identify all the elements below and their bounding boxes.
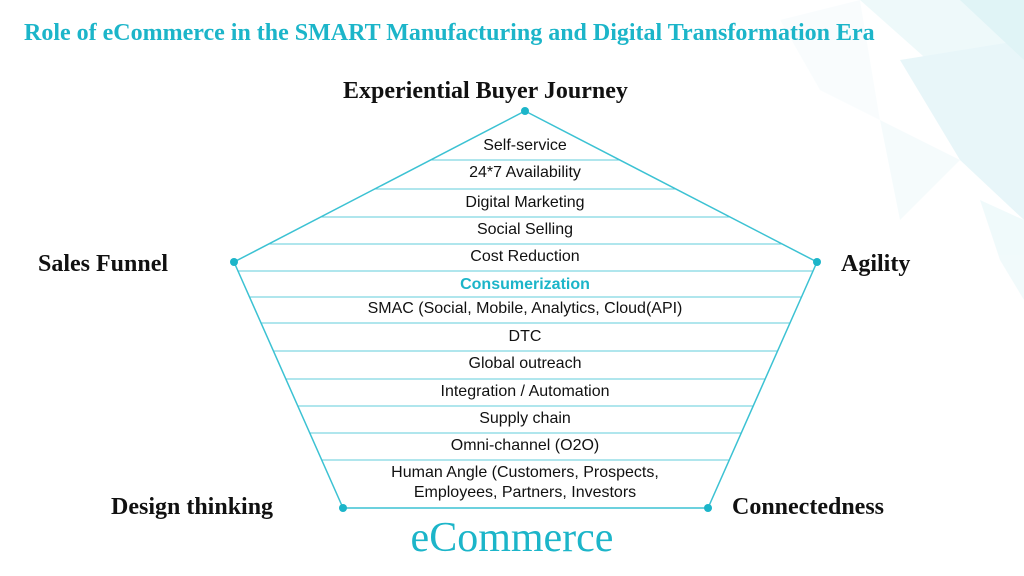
- band-item: Digital Marketing: [465, 194, 585, 211]
- vertex-label-bottom-right: Connectedness: [732, 494, 885, 520]
- band-item: SMAC (Social, Mobile, Analytics, Cloud(A…: [367, 300, 683, 317]
- band-item: Omni-channel (O2O): [450, 437, 600, 454]
- band-item: Consumerization: [460, 276, 590, 293]
- band-item: Social Selling: [476, 221, 574, 238]
- band-item: Supply chain: [479, 410, 571, 427]
- slide-title: Role of eCommerce in the SMART Manufactu…: [24, 20, 875, 46]
- band-item: Cost Reduction: [470, 248, 580, 265]
- band-item: Human Angle (Customers, Prospects,: [391, 464, 659, 481]
- band-item: Self-service: [483, 137, 567, 154]
- band-item: Employees, Partners, Investors: [413, 484, 637, 501]
- band-item: 24*7 Availability: [469, 164, 581, 181]
- pentagon-outline: [233, 110, 818, 509]
- band-item: DTC: [508, 328, 542, 345]
- vertex-dot-bottom-right: [704, 504, 712, 512]
- vertex-label-bottom-left: Design thinking: [111, 494, 274, 520]
- vertex-label-top: Experiential Buyer Journey: [343, 78, 628, 104]
- vertex-label-right: Agility: [841, 251, 911, 277]
- vertex-dot-bottom-left: [339, 504, 347, 512]
- vertex-dot-right: [813, 258, 821, 266]
- band-item: Global outreach: [468, 355, 582, 372]
- center-label: eCommerce: [410, 515, 614, 561]
- band-item: Integration / Automation: [440, 383, 610, 400]
- vertex-label-left: Sales Funnel: [38, 251, 169, 277]
- vertex-dot-left: [230, 258, 238, 266]
- vertex-dot-top: [521, 107, 529, 115]
